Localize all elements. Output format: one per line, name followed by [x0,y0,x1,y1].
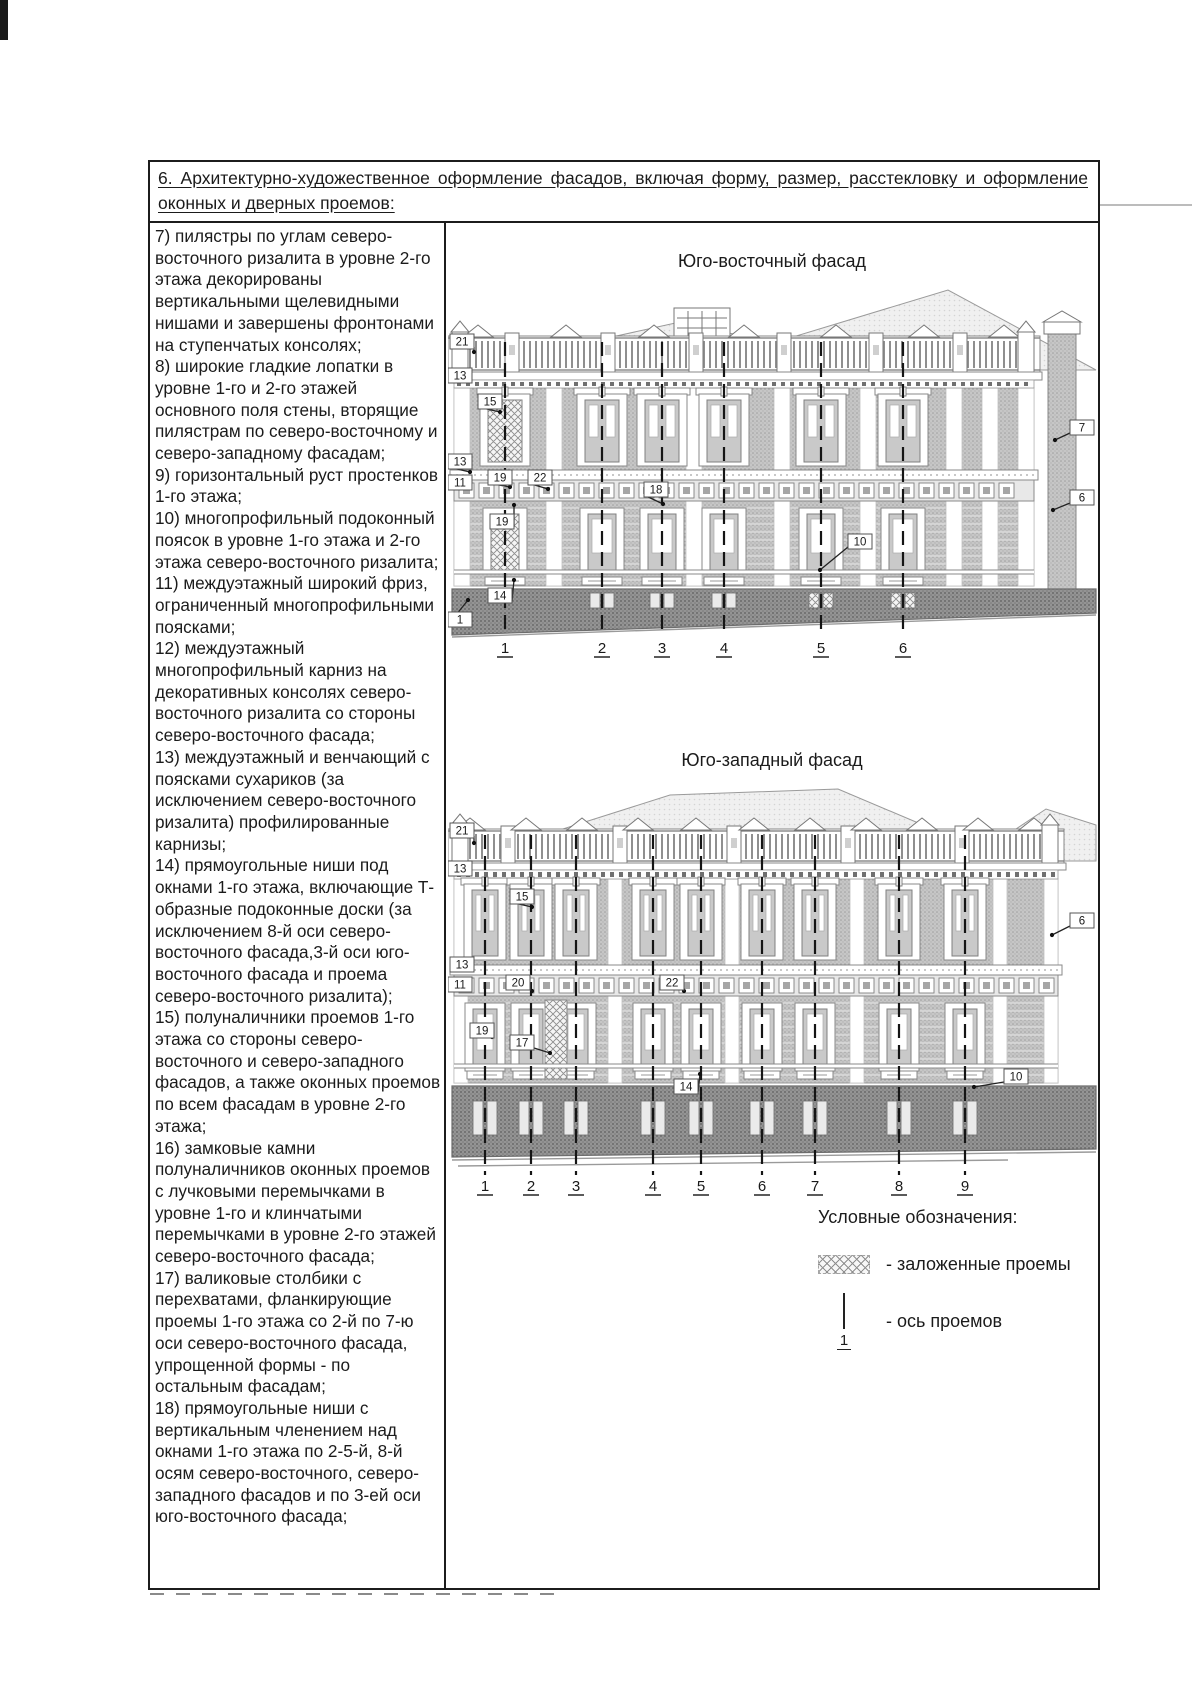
facade1-title: Юго-восточный фасад [677,251,867,271]
svg-text:2: 2 [598,640,606,657]
facade2-svg: 1 2 3 4 5 6 7 8 9 21 13 15 13 11 20 22 19 17 14 10 6 [448,788,1097,1196]
svg-text:9: 9 [961,1178,969,1195]
svg-text:2: 2 [527,1178,535,1195]
axis-line-glyph [843,1293,845,1329]
svg-text:1: 1 [501,640,509,657]
svg-text:19: 19 [476,1026,489,1038]
svg-text:5: 5 [817,640,825,657]
document-body: 7) пилястры по углам северо-восточного р… [150,223,1098,1588]
text-column: 7) пилястры по углам северо-восточного р… [150,223,446,1588]
svg-text:19: 19 [494,473,507,485]
svg-text:22: 22 [534,473,547,485]
text-item: 11) междуэтажный широкий фриз, ограничен… [155,573,434,637]
svg-text:6: 6 [1079,916,1085,928]
legend-title: Условные обозначения: [818,1207,1018,1227]
svg-text:13: 13 [454,864,467,876]
facade1-drawing: 1 2 3 4 5 6 21 13 15 13 11 19 22 18 19 10 14 1 7 6 [448,284,1098,662]
svg-text:15: 15 [484,397,497,409]
svg-text:1: 1 [457,615,463,627]
text-item: 18) прямоугольные ниши с вертикальным чл… [155,1397,421,1527]
facade2-drawing: 1 2 3 4 5 6 7 8 9 21 13 15 13 11 20 22 19 17 14 10 6 [448,783,1098,1199]
svg-text:3: 3 [658,640,666,657]
facade1-svg: 1 2 3 4 5 6 21 13 15 13 11 19 22 18 19 10 14 1 7 6 [448,289,1097,658]
scan-artifact [0,0,8,40]
svg-text:21: 21 [456,337,469,349]
document-table: 6. Архитектурно-художественное оформлени… [148,160,1100,1590]
svg-text:4: 4 [720,640,728,657]
svg-text:20: 20 [512,978,525,990]
text-item: 16) замковые камни полуналичников оконны… [155,1137,436,1267]
svg-text:6: 6 [1079,493,1085,505]
axis-symbol: 1 [818,1293,870,1350]
svg-text:18: 18 [650,485,663,497]
blocked-openings-swatch [818,1255,870,1274]
svg-text:10: 10 [1010,1072,1023,1084]
svg-text:15: 15 [516,892,529,904]
axis-number: 1 [836,1332,852,1350]
text-item: 8) широкие гладкие лопатки в уровне 1-го… [155,356,438,464]
scan-artifact [150,1593,562,1595]
svg-text:13: 13 [454,371,467,383]
legend-item-axis: 1 - ось проемов [818,1293,1098,1350]
legend-label: - ось проемов [886,1311,1003,1331]
scan-artifact [1100,204,1192,206]
svg-text:14: 14 [680,1082,693,1094]
svg-text:7: 7 [811,1178,819,1195]
legend-label: - заложенные проемы [886,1254,1071,1274]
svg-text:1: 1 [481,1178,489,1195]
section-title: 6. Архитектурно-художественное оформлени… [158,168,1088,213]
svg-text:6: 6 [758,1178,766,1195]
svg-text:6: 6 [899,640,907,657]
svg-text:8: 8 [895,1178,903,1195]
text-item: 14) прямоугольные ниши под окнами 1-го э… [155,855,435,1006]
text-item: 12) междуэтажный многопрофильный карниз … [155,638,416,746]
section-header: 6. Архитектурно-художественное оформлени… [150,162,1098,223]
svg-text:17: 17 [516,1038,529,1050]
svg-text:13: 13 [456,960,469,972]
facade2-title: Юго-западный фасад [681,750,863,770]
svg-text:14: 14 [494,591,507,603]
svg-text:13: 13 [454,457,467,469]
text-item: 15) полуналичники проемов 1-го этажа со … [155,1007,441,1136]
svg-text:11: 11 [454,478,466,490]
legend-item-blocked-openings: - заложенные проемы [818,1254,1098,1275]
text-item: 13) междуэтажный и венчающий с поясками … [155,746,430,854]
svg-text:22: 22 [666,978,679,990]
svg-text:7: 7 [1079,423,1085,435]
svg-text:19: 19 [496,517,509,529]
text-item: 10) многопрофильный подоконный поясок в … [155,508,439,572]
svg-text:3: 3 [572,1178,580,1195]
svg-text:10: 10 [854,537,867,549]
svg-text:4: 4 [649,1178,657,1195]
legend: Условные обозначения: - заложенные проем… [446,1207,1098,1350]
text-item: 17) валиковые столбики с перехватами, фл… [155,1267,414,1397]
svg-text:11: 11 [454,980,466,992]
text-item: 9) горизонтальный руст простенков 1-го э… [155,464,439,507]
svg-text:5: 5 [697,1178,705,1195]
svg-text:21: 21 [456,826,469,838]
text-item: 7) пилястры по углам северо-восточного р… [155,226,434,355]
